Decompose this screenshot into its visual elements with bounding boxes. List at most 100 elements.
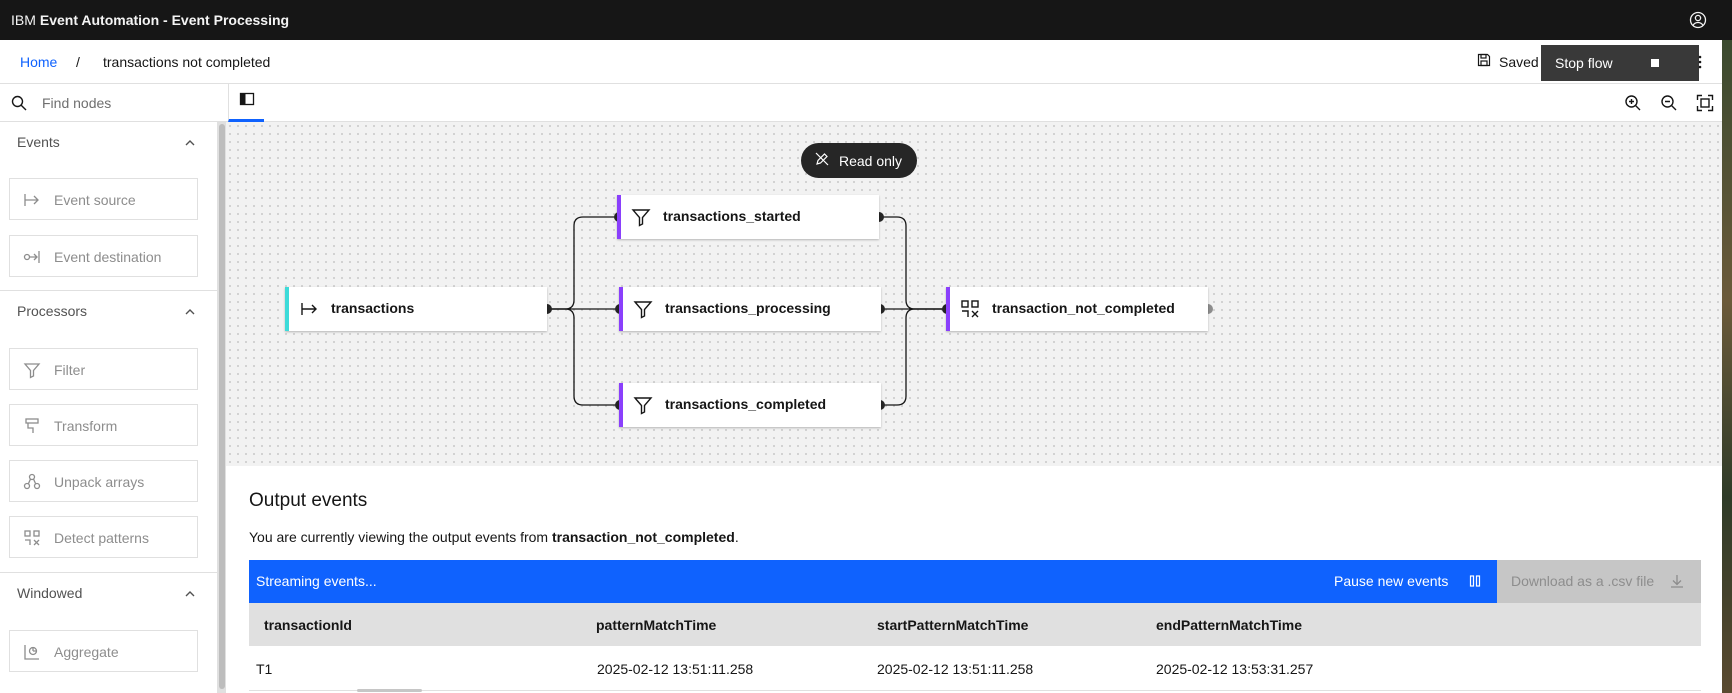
event-source-icon [23,191,41,209]
palette-node-label: Event source [54,192,136,208]
column-header[interactable]: endPatternMatchTime [1156,617,1302,633]
flow-node-transactions-processing[interactable]: transactions_processing [619,287,881,331]
streaming-status-bar: Streaming events... Pause new events [249,560,1497,603]
table-cell: 2025-02-12 13:51:11.258 [597,661,754,677]
brand-prefix: IBM [11,12,36,28]
column-header[interactable]: startPatternMatchTime [877,617,1029,633]
saved-label: Saved [1499,53,1539,70]
event-destination-icon [23,248,41,266]
desc-prefix: You are currently viewing the output eve… [249,529,552,545]
table-row: T1 2025-02-12 13:51:11.258 2025-02-12 13… [249,646,1701,691]
node-accent [619,287,623,331]
pause-icon[interactable] [1468,574,1482,588]
palette-node-label: Filter [54,362,86,378]
pause-events-button[interactable]: Pause new events [1334,573,1449,589]
palette-node-label: Event destination [54,249,162,265]
overflow-menu-icon[interactable] [1690,52,1710,72]
user-avatar-icon[interactable] [1688,10,1708,30]
filter-icon [633,395,653,415]
palette-node-event-destination[interactable]: Event destination [9,235,198,277]
zoom-out-icon[interactable] [1660,94,1678,112]
section-label: Windowed [17,585,83,601]
palette-node-event-source[interactable]: Event source [9,178,198,220]
aggregate-icon [23,643,41,661]
detect-patterns-icon [23,529,41,547]
flow-node-transactions-completed[interactable]: transactions_completed [619,383,881,427]
side-panel-icon [239,91,255,112]
stop-icon [1651,59,1659,67]
palette-node-unpack-arrays[interactable]: Unpack arrays [9,460,198,502]
node-palette: Events Event source Event destination Pr… [0,122,218,693]
breadcrumb: Home / transactions not completed Saved … [0,40,1722,84]
column-header[interactable]: transactionId [264,617,352,633]
node-accent [946,287,950,331]
find-nodes-input[interactable] [36,88,226,118]
filter-icon [23,361,41,379]
scrollbar-thumb[interactable] [219,124,225,689]
node-label: transaction_not_completed [992,300,1175,316]
table-cell: 2025-02-12 13:51:11.258 [877,661,1034,677]
chevron-up-icon[interactable] [184,587,196,599]
flow-node-transactions-started[interactable]: transactions_started [617,195,879,239]
section-divider [0,572,217,573]
zoom-in-icon[interactable] [1624,94,1642,112]
toggle-palette-button[interactable] [228,84,264,122]
background-edge [1722,40,1732,693]
palette-node-label: Transform [54,418,118,434]
palette-node-label: Detect patterns [54,530,149,546]
palette-node-label: Unpack arrays [54,474,145,490]
page-title: transactions not completed [103,54,271,70]
events-table-header: transactionId patternMatchTime startPatt… [249,603,1701,646]
chevron-up-icon[interactable] [184,136,196,148]
breadcrumb-home-link[interactable]: Home [20,54,58,70]
canvas-toolbar [0,84,1722,122]
palette-node-transform[interactable]: Transform [9,404,198,446]
save-icon [1477,53,1491,70]
read-only-label: Read only [839,152,903,169]
download-label: Download as a .csv file [1511,573,1655,589]
node-accent [285,287,289,331]
breadcrumb-separator: / [76,54,80,70]
node-label: transactions_completed [665,396,827,412]
app-title: Event Automation - Event Processing [39,12,290,28]
table-scrollbar-thumb[interactable] [357,689,422,692]
palette-section-events[interactable]: Events [0,122,217,162]
output-events-description: You are currently viewing the output eve… [249,529,739,545]
streaming-label: Streaming events... [256,573,377,589]
palette-node-label: Aggregate [54,644,119,660]
search-icon [11,95,27,111]
flow-node-transactions[interactable]: transactions [285,287,547,331]
section-label: Events [17,134,60,150]
app-header: IBM Event Automation - Event Processing [0,0,1732,40]
chevron-up-icon[interactable] [184,305,196,317]
read-only-badge: Read only [801,143,917,178]
palette-node-detect-patterns[interactable]: Detect patterns [9,516,198,558]
node-accent [619,383,623,427]
output-events-title: Output events [249,490,368,511]
palette-section-processors[interactable]: Processors [0,291,217,331]
palette-node-filter[interactable]: Filter [9,348,198,390]
event-source-icon [299,299,319,319]
palette-section-windowed[interactable]: Windowed [0,573,217,613]
node-label: transactions [331,300,415,316]
section-divider [0,290,217,291]
unpack-arrays-icon [23,473,41,491]
desc-suffix: . [734,529,739,545]
fit-to-screen-icon[interactable] [1696,94,1714,112]
transform-icon [23,417,41,435]
flow-node-transaction-not-completed[interactable]: transaction_not_completed [946,287,1208,331]
saved-status: Saved [1477,53,1539,70]
stop-flow-label: Stop flow [1555,55,1613,71]
detect-patterns-icon [960,299,980,319]
table-cell: 2025-02-12 13:53:31.257 [1156,661,1314,677]
node-accent [617,195,621,239]
desc-node-name: transaction_not_completed [551,529,735,545]
download-csv-button[interactable]: Download as a .csv file [1497,560,1701,603]
table-cell: T1 [256,661,273,677]
edit-off-icon [815,152,829,169]
column-header[interactable]: patternMatchTime [596,617,717,633]
stop-flow-button[interactable]: Stop flow [1541,45,1699,81]
sidebar-scrollbar[interactable] [218,122,226,693]
download-icon [1669,573,1685,589]
palette-node-aggregate[interactable]: Aggregate [9,630,198,672]
